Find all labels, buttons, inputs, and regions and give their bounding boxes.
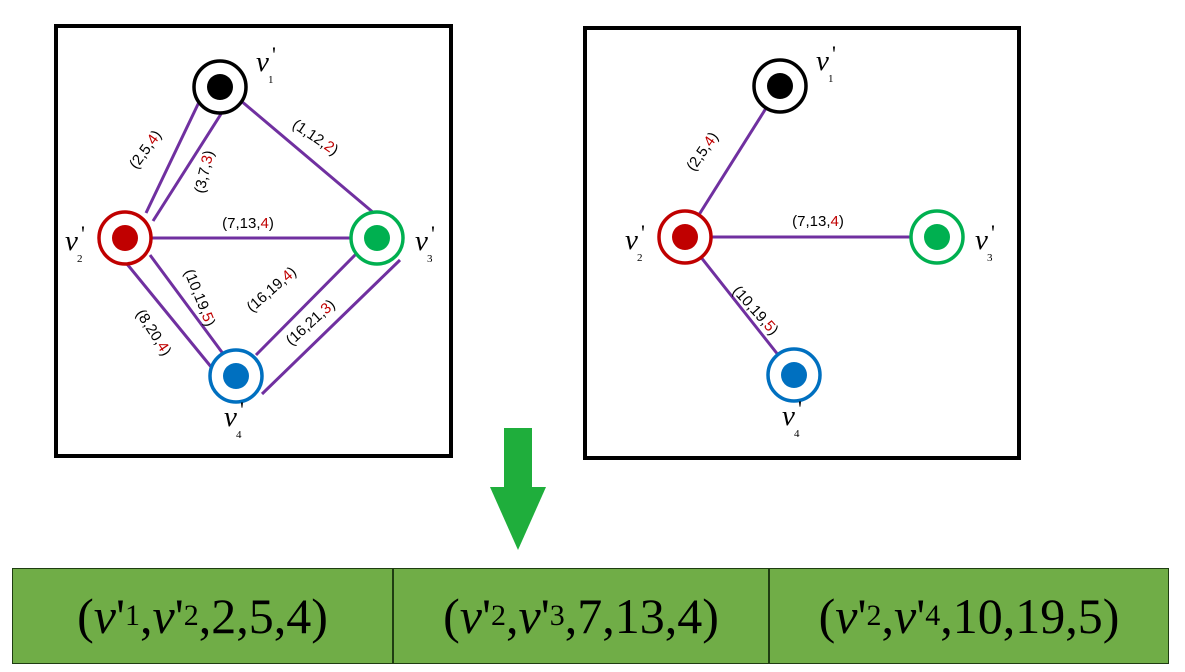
edge-tuple: (v'1,v'2,2,5,4) [12, 568, 393, 664]
right-vertex-prime: ' [798, 396, 802, 421]
left-vertex-prime: ' [240, 397, 244, 422]
right-vertex-label: v [625, 224, 638, 256]
right-node-v4 [781, 362, 807, 388]
left-edge-v3-v4 [254, 250, 360, 357]
left-edge-v2-v4 [125, 263, 214, 369]
left-edge-label: (7,13,4) [222, 215, 274, 232]
right-vertex-index: 2 [637, 252, 643, 264]
left-vertex-index: 3 [427, 253, 433, 265]
right-vertex-label: v [816, 45, 829, 77]
down-arrow-icon [490, 428, 546, 550]
left-node-v1 [207, 74, 233, 100]
left-vertex-index: 4 [236, 429, 242, 441]
left-vertex-prime: ' [431, 221, 435, 246]
left-edge-v2-v4 [148, 254, 226, 356]
right-edge-v2-v4 [683, 236, 796, 376]
right-edge-v1-v2 [683, 85, 782, 238]
left-node-v4 [223, 363, 249, 389]
edge-tuple-sequence: (v'1,v'2,2,5,4) (v'2,v'3,7,13,4) (v'2,v'… [12, 568, 1169, 664]
left-vertex-label: v [415, 225, 428, 257]
right-node-v1 [767, 73, 793, 99]
right-graph-nodes: v'1v'2v'3v'4 [625, 41, 995, 440]
left-graph-nodes: v'1v'2v'3v'4 [65, 42, 435, 441]
left-vertex-prime: ' [272, 42, 276, 67]
left-vertex-label: v [224, 401, 237, 433]
right-vertex-index: 1 [828, 73, 834, 85]
left-edge-v1-v2 [144, 99, 202, 214]
left-edge-label: (3,7,3) [191, 149, 217, 195]
right-vertex-prime: ' [641, 220, 645, 245]
right-node-v2 [672, 224, 698, 250]
right-vertex-label: v [975, 224, 988, 256]
left-vertex-label: v [65, 225, 78, 257]
left-edge-v1-v3 [239, 98, 376, 216]
right-edge-label: (7,13,4) [792, 213, 844, 230]
left-node-v2 [112, 225, 138, 251]
left-vertex-prime: ' [81, 221, 85, 246]
left-edge-v3-v4 [260, 258, 402, 396]
right-vertex-index: 4 [794, 428, 800, 440]
right-vertex-label: v [782, 400, 795, 432]
left-node-v3 [364, 225, 390, 251]
left-vertex-index: 2 [77, 253, 83, 265]
right-vertex-prime: ' [991, 220, 995, 245]
right-vertex-index: 3 [987, 252, 993, 264]
edge-tuple: (v'2,v'4,10,19,5) [769, 568, 1169, 664]
left-edge-v1-v4 [151, 113, 223, 222]
left-vertex-index: 1 [268, 74, 274, 86]
edge-tuple: (v'2,v'3,7,13,4) [393, 568, 769, 664]
right-vertex-prime: ' [832, 41, 836, 66]
left-vertex-label: v [256, 46, 269, 78]
right-node-v3 [924, 224, 950, 250]
